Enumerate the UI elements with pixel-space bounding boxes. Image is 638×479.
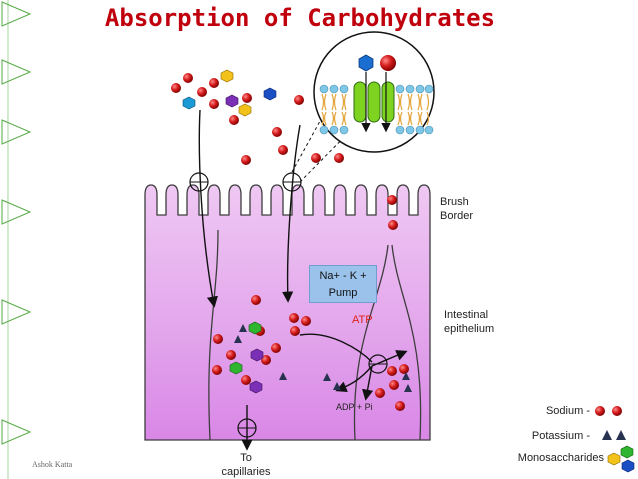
adp-label: ADP + Pi (336, 402, 373, 412)
pump-label-line1: Na+ - K + (319, 270, 367, 282)
atp-label: ATP (352, 314, 373, 326)
epithelium-cell (144, 184, 431, 441)
intestinal-label-line2: epithelium (444, 323, 495, 335)
legend-potassium-icon (602, 430, 626, 440)
author-credit: Ashok Katta (32, 460, 73, 469)
legend-potassium-label: Potassium - (531, 430, 590, 442)
brush-border-label-line2: Border (440, 210, 474, 222)
intestinal-epithelium-label: Intestinal epithelium (444, 308, 494, 336)
membrane-zoom-inset (313, 31, 435, 153)
legend-monosaccharide-icon (607, 445, 635, 473)
capillaries-label-line1: To (240, 452, 252, 464)
capillaries-label-line2: capillaries (221, 466, 271, 478)
capillaries-label: To capillaries (216, 451, 276, 479)
page-title: Absorption of Carbohydrates (104, 4, 496, 32)
intestinal-label-line1: Intestinal (444, 309, 489, 321)
brush-border-label-line1: Brush (440, 196, 469, 208)
legend-sodium-label: Sodium - (545, 405, 590, 417)
brush-border-label: Brush Border (440, 195, 473, 223)
na-k-pump-box: Na+ - K + Pump (309, 265, 377, 303)
legend-sodium-icon (595, 406, 622, 416)
pump-label-line2: Pump (328, 287, 358, 299)
legend-monosaccharides-label: Monosaccharides (517, 452, 604, 464)
